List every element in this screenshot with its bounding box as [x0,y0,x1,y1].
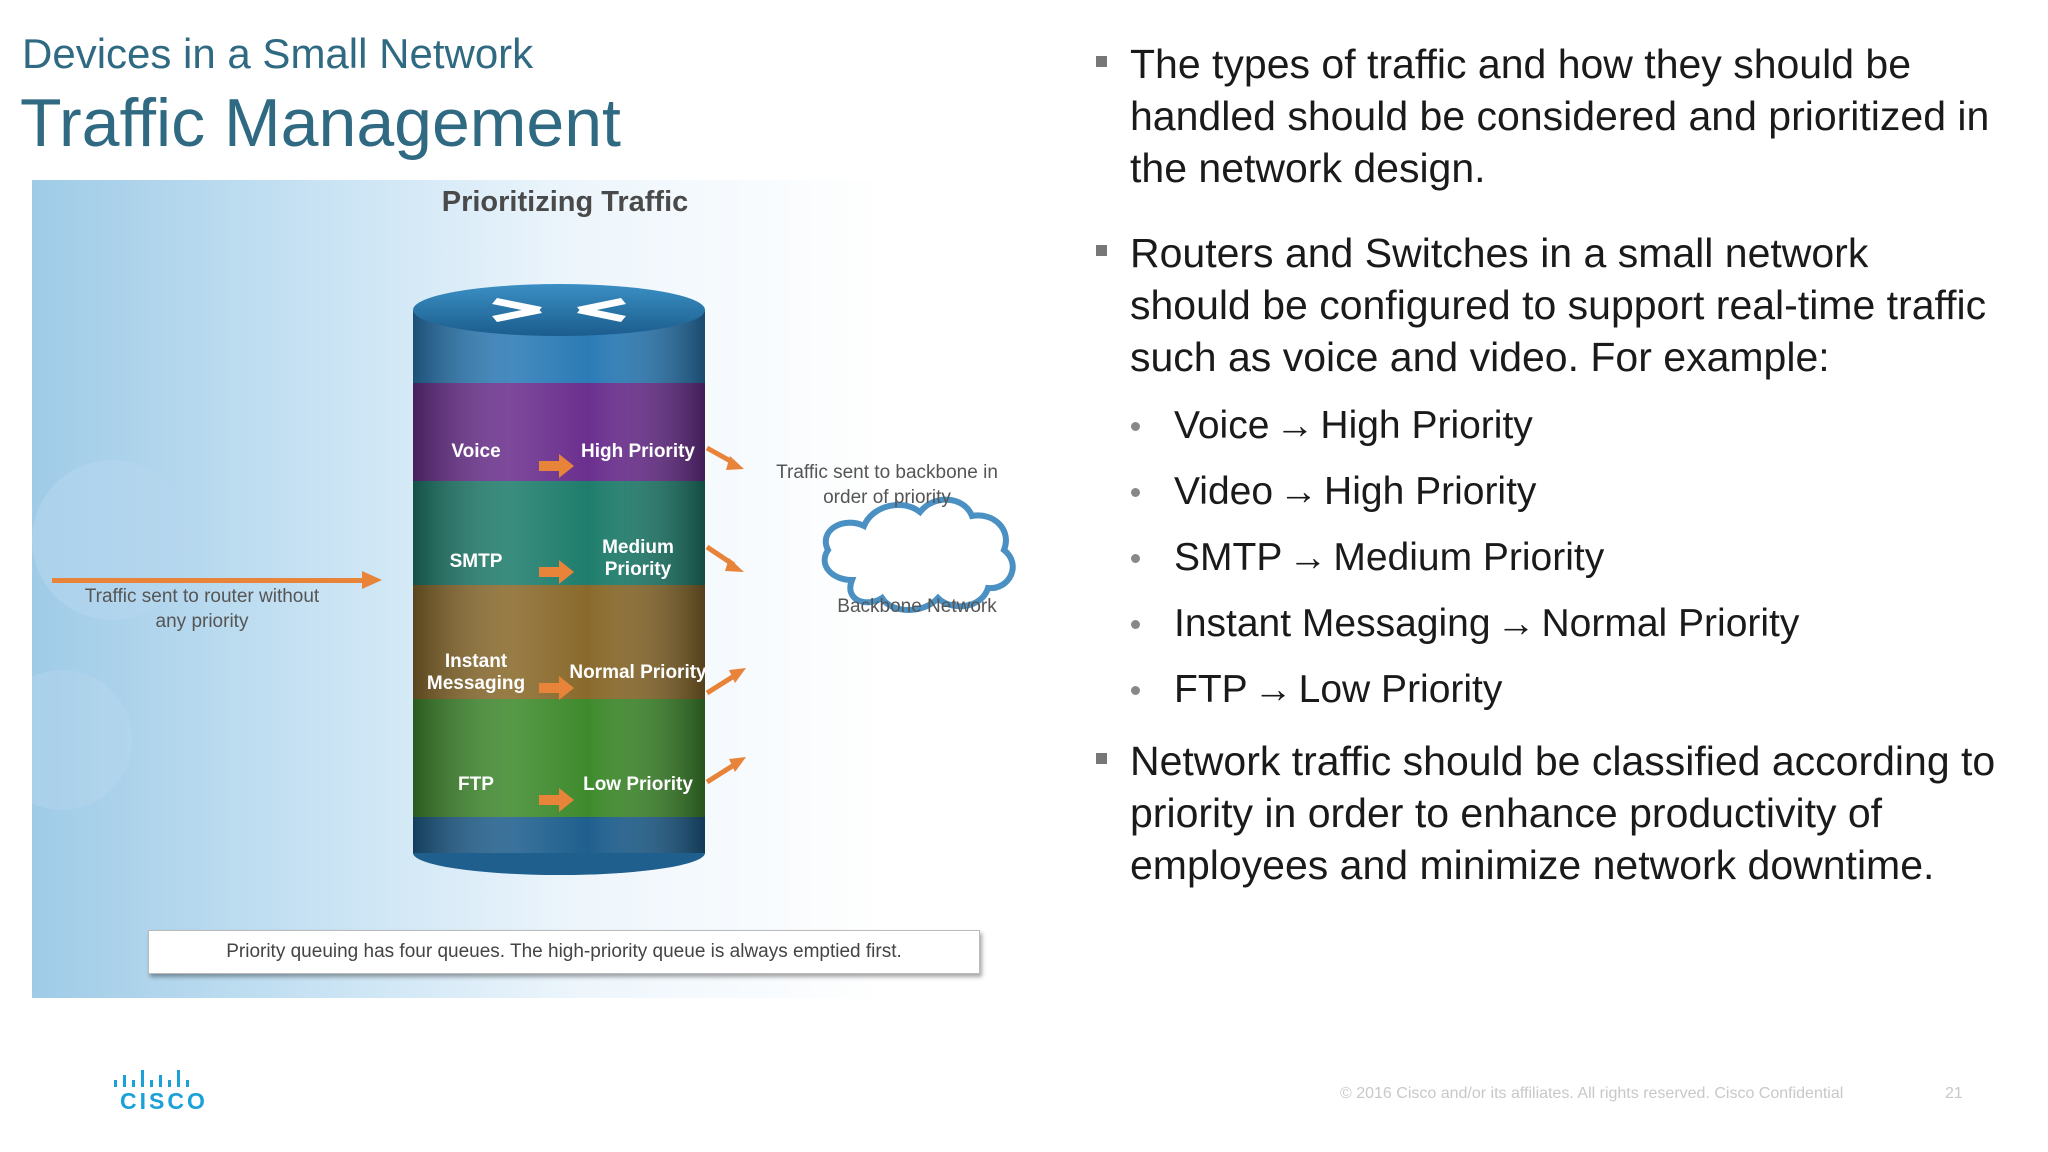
queue-ftp-label: FTP [458,774,494,795]
diagram-graphics [32,284,1016,875]
right-arrow-icon: → [1253,668,1293,711]
sub-bullet-left: FTP [1174,668,1248,711]
incoming-note: Traffic sent to router without any prior… [52,584,352,634]
outgoing-note-line-1: Traffic sent to backbone in [776,462,998,483]
router-arrows-icon [492,298,626,322]
bullet-text: Network traffic should be classified acc… [1130,738,1996,888]
bullet-marker [1096,56,1107,67]
bullet-item: The types of traffic and how they should… [1096,38,1996,194]
sub-bullet-left: Video [1174,470,1274,513]
sub-bullet-item: Voice→High Priority [1096,401,1996,451]
copyright-footer: © 2016 Cisco and/or its affiliates. All … [1340,1085,1844,1102]
queue-smtp-label: SMTP [449,551,503,572]
outgoing-note-line-2: order of priority [823,487,951,508]
sub-bullet-left: SMTP [1174,536,1283,579]
sub-bullet-item: FTP→Low Priority [1096,665,1996,715]
bullet-list: The types of traffic and how they should… [1096,38,1996,924]
queue-voice-label: Voice [451,441,501,462]
inner-arrows [539,454,574,812]
sub-bullet-right: Normal Priority [1541,602,1800,645]
sub-bullet-right: Medium Priority [1333,536,1605,579]
sub-bullet-left: Voice [1174,404,1270,447]
queue-smtp-priority-2: Priority [604,559,672,580]
sub-bullet-right: High Priority [1320,404,1533,447]
queue-ftp-priority: Low Priority [583,774,693,795]
page-number: 21 [1945,1085,1963,1102]
incoming-note-line-1: Traffic sent to router without [84,586,320,607]
incoming-arrow [52,571,382,589]
slide-title: Traffic Management [20,85,621,161]
right-arrow-icon: → [1275,404,1315,447]
queue-smtp-priority-1: Medium [602,537,674,558]
bullet-text: The types of traffic and how they should… [1130,41,1990,191]
bg-circle [32,670,132,810]
sub-bullet-item: SMTP→Medium Priority [1096,533,1996,583]
outgoing-arrows [705,445,746,785]
slide-subtitle: Devices in a Small Network [22,30,534,77]
sub-bullet-dot [1131,620,1140,629]
bullet-item: Routers and Switches in a small network … [1096,227,1996,383]
sub-bullet-item: Instant Messaging→Normal Priority [1096,599,1996,649]
backbone-cloud-icon [821,496,1016,613]
incoming-note-line-2: any priority [155,611,249,632]
right-arrow-icon: → [1279,470,1319,513]
diagram-figure: Prioritizing Traffic Voice High Priority… [32,180,1040,998]
right-arrow-icon: → [1496,602,1536,645]
queue-im-priority: Normal Priority [569,662,707,683]
cloud-label: Backbone Network [837,596,997,617]
sub-bullet-item: Video→High Priority [1096,467,1996,517]
sub-bullet-right: High Priority [1324,470,1537,513]
sub-bullet-dot [1131,488,1140,497]
sub-bullet-dot [1131,422,1140,431]
bullet-marker [1096,753,1107,764]
bullet-marker [1096,245,1107,256]
sub-bullet-list: Voice→High Priority Video→High Priority … [1096,401,1996,715]
outgoing-note: Traffic sent to backbone in order of pri… [752,460,1022,510]
cylinder-top [413,284,705,336]
sub-bullet-dot [1131,554,1140,563]
figure-title: Prioritizing Traffic [441,186,689,218]
queue-im-label-2: Messaging [426,673,526,694]
figure-caption: Priority queuing has four queues. The hi… [148,930,980,974]
right-arrow-icon: → [1288,536,1328,579]
sub-bullet-dot [1131,686,1140,695]
cisco-logo-icon [114,1070,189,1087]
bullet-item: Network traffic should be classified acc… [1096,735,1996,891]
sub-bullet-left: Instant Messaging [1174,602,1491,645]
queue-voice-priority: High Priority [580,441,695,462]
queue-im-label-1: Instant [444,651,508,672]
cisco-logo-text: CISCO [120,1088,208,1114]
bullet-text: Routers and Switches in a small network … [1130,230,1987,380]
sub-bullet-right: Low Priority [1298,668,1503,711]
